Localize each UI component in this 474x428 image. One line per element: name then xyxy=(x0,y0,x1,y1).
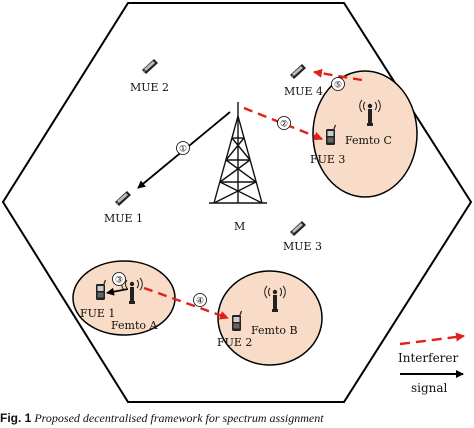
fue-1-label: FUE 1 xyxy=(80,307,115,320)
link-2-marker xyxy=(277,116,291,130)
femto-a-label: Femto A xyxy=(111,319,159,332)
link-1-number: ① xyxy=(179,145,187,155)
fue-2-label: FUE 2 xyxy=(217,336,252,349)
mue-2-label: MUE 2 xyxy=(130,81,169,94)
link-3-signal-arrow xyxy=(106,287,129,296)
legend-interferer-label: Interferer xyxy=(398,351,459,365)
femto-b-label: Femto B xyxy=(251,324,298,337)
mue-4-label: MUE 4 xyxy=(284,85,323,98)
macro-bs-label: M xyxy=(234,220,245,233)
link-1-marker xyxy=(176,141,190,155)
macro-tower-icon xyxy=(209,102,267,204)
mue-1-label: MUE 1 xyxy=(104,212,143,225)
figure-number: Fig. 1 xyxy=(0,411,32,425)
caption-text: Proposed decentralised framework for spe… xyxy=(34,411,324,425)
femto-b-coverage xyxy=(217,270,323,366)
figure-caption: Fig. 1 Proposed decentralised framework … xyxy=(0,411,474,428)
link-5-marker xyxy=(331,77,345,91)
link-3-marker xyxy=(112,272,126,286)
legend-signal-label: signal xyxy=(411,381,448,395)
femto-c-label: Femto C xyxy=(345,134,392,147)
link-2-number: ② xyxy=(280,120,288,130)
link-5-interferer-arrow xyxy=(313,68,363,82)
link-4-number: ④ xyxy=(196,297,204,307)
link-5-number: ⑤ xyxy=(334,81,342,91)
legend-interferer-arrow xyxy=(399,332,465,346)
link-3-number: ③ xyxy=(115,276,123,286)
link-4-marker xyxy=(193,293,207,307)
fue-3-label: FUE 3 xyxy=(310,153,345,166)
mue-3-label: MUE 3 xyxy=(283,240,322,253)
network-diagram: M MUE 2 MUE 4 MUE 1 MUE 3 Femto C FUE 3 … xyxy=(1,2,473,403)
